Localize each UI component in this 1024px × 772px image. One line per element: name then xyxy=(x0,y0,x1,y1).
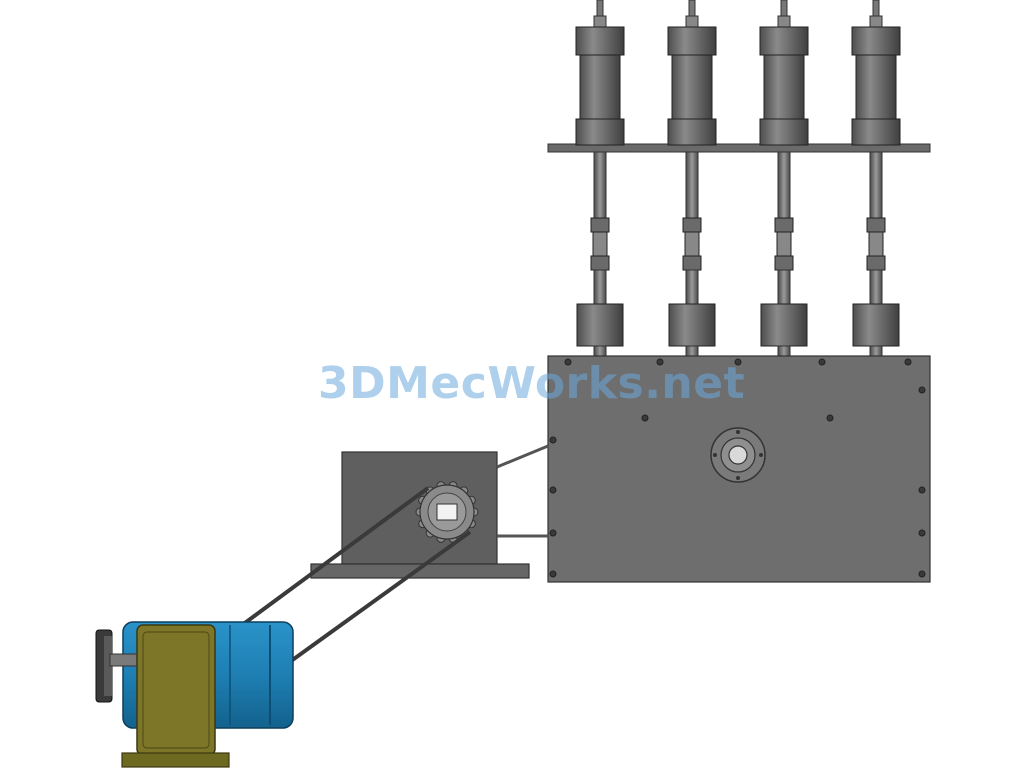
bolt xyxy=(656,358,664,366)
hose-fitting xyxy=(688,0,696,19)
fitting-nut xyxy=(869,15,883,29)
cylinder-barrel xyxy=(671,54,713,121)
fitting-nut xyxy=(777,15,791,29)
bolt xyxy=(918,570,926,578)
universal-joint-cross xyxy=(684,231,700,257)
bolt xyxy=(826,414,834,422)
universal-joint-yoke xyxy=(866,217,886,233)
piston-rod xyxy=(777,151,791,223)
cylinder-unit xyxy=(759,0,831,574)
hose-fitting xyxy=(596,0,604,19)
lower-rod xyxy=(869,269,883,305)
guide-bearing xyxy=(760,303,808,347)
cylinder-cap-top xyxy=(575,26,625,56)
center-bearing xyxy=(710,427,766,483)
cylinder-cap-top xyxy=(759,26,809,56)
guide-bearing xyxy=(852,303,900,347)
lower-rod xyxy=(777,269,791,305)
bolt xyxy=(734,358,742,366)
bolt xyxy=(549,486,557,494)
cylinder-barrel xyxy=(855,54,897,121)
cylinder-cap-top xyxy=(851,26,901,56)
bolt xyxy=(818,358,826,366)
cylinder-cap-bottom xyxy=(667,118,717,146)
cylinder-cap-bottom xyxy=(851,118,901,146)
universal-joint-cross xyxy=(776,231,792,257)
bolt xyxy=(564,358,572,366)
hose-fitting xyxy=(872,0,880,19)
motor-pulley xyxy=(95,629,141,703)
fitting-nut xyxy=(593,15,607,29)
top-mounting-plate xyxy=(547,143,931,153)
universal-joint-yoke xyxy=(682,217,702,233)
universal-joint-yoke xyxy=(774,255,794,271)
universal-joint-cross xyxy=(868,231,884,257)
cylinder-barrel xyxy=(763,54,805,121)
bolt xyxy=(641,414,649,422)
cylinder-cap-bottom xyxy=(575,118,625,146)
gearbox xyxy=(121,624,230,768)
universal-joint-yoke xyxy=(682,255,702,271)
bolt xyxy=(918,529,926,537)
guide-bearing xyxy=(668,303,716,347)
universal-joint-yoke xyxy=(774,217,794,233)
bolt xyxy=(549,436,557,444)
bolt xyxy=(549,529,557,537)
hose-fitting xyxy=(780,0,788,19)
universal-joint-yoke xyxy=(590,217,610,233)
piston-rod xyxy=(593,151,607,223)
cylinder-cap-bottom xyxy=(759,118,809,146)
bolt xyxy=(918,386,926,394)
lower-rod xyxy=(685,269,699,305)
bolt xyxy=(918,486,926,494)
universal-joint-yoke xyxy=(590,255,610,271)
fitting-nut xyxy=(685,15,699,29)
cylinder-cap-top xyxy=(667,26,717,56)
piston-rod xyxy=(869,151,883,223)
housing-bolts xyxy=(549,358,926,578)
guide-bearing xyxy=(576,303,624,347)
bolt xyxy=(549,570,557,578)
universal-joint-cross xyxy=(592,231,608,257)
cylinder-barrel xyxy=(579,54,621,121)
bolt xyxy=(904,358,912,366)
universal-joint-yoke xyxy=(866,255,886,271)
lower-rod xyxy=(593,269,607,305)
piston-rod xyxy=(685,151,699,223)
